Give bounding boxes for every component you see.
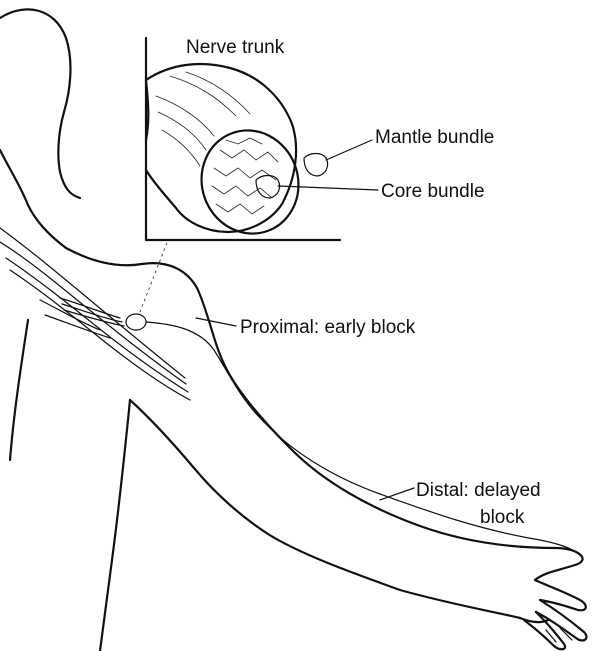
label-distal-line1: Distal: delayed (416, 480, 541, 501)
label-nerve-trunk: Nerve trunk (186, 37, 285, 58)
shoulder-muscles (0, 228, 190, 400)
nerve-trunk-inset (140, 38, 340, 312)
label-distal-line2: block (480, 507, 525, 528)
label-core-bundle: Core bundle (381, 181, 485, 202)
hand (520, 580, 586, 649)
label-proximal: Proximal: early block (240, 317, 416, 338)
label-mantle-bundle: Mantle bundle (375, 127, 494, 148)
